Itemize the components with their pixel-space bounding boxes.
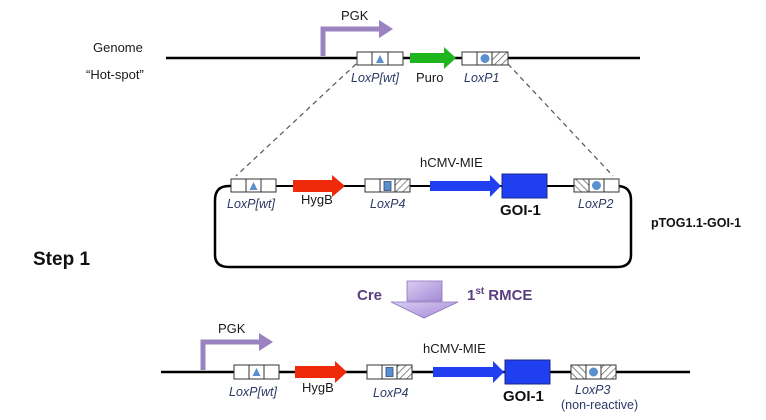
pgk-label: PGK (341, 8, 369, 23)
plasmid-hcmv-label: hCMV-MIE (420, 155, 483, 170)
result-loxp-wt-label: LoxP[wt] (229, 385, 277, 399)
hcmv-promoter-arrow (430, 175, 501, 197)
result-goi-1-gene-box (504, 359, 551, 385)
plasmid-loxp2 (573, 178, 620, 193)
square-marker-icon (385, 367, 394, 377)
exchange-dashed-line-left (235, 63, 357, 177)
plasmid-loxp2-label: LoxP2 (578, 197, 613, 211)
step-label: Step 1 (33, 249, 90, 270)
pgk-promoter-arrow (320, 20, 393, 56)
plasmid-hygb-label: HygB (301, 192, 333, 207)
cre-label: Cre (357, 287, 382, 304)
circle-marker-icon (589, 367, 598, 377)
genome-loxp-wt-label: LoxP[wt] (351, 71, 399, 85)
puro-label: Puro (416, 70, 443, 85)
genome-section: Genome “Hot-spot” PGK LoxP[wt] Puro LoxP… (86, 8, 640, 177)
result-loxp3-label: LoxP3 (575, 383, 610, 397)
genome-loxp-wt (356, 51, 404, 66)
result-pgk-promoter-arrow (200, 333, 273, 370)
plasmid-loxp-wt-label: LoxP[wt] (227, 197, 275, 211)
goi-1-gene-box (501, 173, 548, 199)
plasmid-backbone (213, 184, 633, 269)
result-loxp4 (366, 364, 413, 380)
genome-label: Genome (93, 40, 143, 55)
result-pgk-label: PGK (218, 321, 246, 336)
triangle-marker-icon (252, 368, 261, 376)
result-loxp4-label: LoxP4 (373, 386, 408, 400)
result-hygb-gene-arrow (295, 361, 347, 383)
plasmid-loxp4 (364, 178, 411, 193)
result-loxp-wt (233, 364, 280, 380)
plasmid-name-label: pTOG1.1-GOI-1 (651, 216, 741, 230)
genome-loxp1 (461, 51, 509, 66)
hygb-gene-arrow (293, 175, 345, 197)
plasmid-loxp-wt (230, 178, 277, 193)
result-loxp3 (570, 364, 617, 380)
result-section: PGK LoxP[wt] HygB LoxP4 hCMV-MIE GOI-1 (161, 321, 690, 412)
plasmid-loxp4-label: LoxP4 (370, 197, 405, 211)
genome-loxp1-label: LoxP1 (464, 71, 499, 85)
hotspot-label: “Hot-spot” (86, 67, 144, 82)
circle-marker-icon (592, 181, 601, 190)
puro-gene-arrow (410, 47, 456, 69)
cre-down-arrow-icon (390, 280, 459, 319)
result-hcmv-promoter-arrow (433, 361, 504, 383)
triangle-marker-icon (376, 55, 384, 63)
triangle-marker-icon (249, 182, 258, 190)
plasmid-section: LoxP[wt] HygB LoxP4 hCMV-MIE GOI-1 LoxP2… (213, 155, 741, 269)
exchange-dashed-line-right (507, 63, 614, 177)
plasmid-goi-label: GOI-1 (500, 202, 541, 219)
result-hcmv-label: hCMV-MIE (423, 341, 486, 356)
circle-marker-icon (480, 54, 490, 63)
result-loxp3-note: (non-reactive) (561, 398, 638, 412)
square-marker-icon (383, 181, 392, 191)
result-goi-label: GOI-1 (503, 388, 544, 405)
result-hygb-label: HygB (302, 380, 334, 395)
